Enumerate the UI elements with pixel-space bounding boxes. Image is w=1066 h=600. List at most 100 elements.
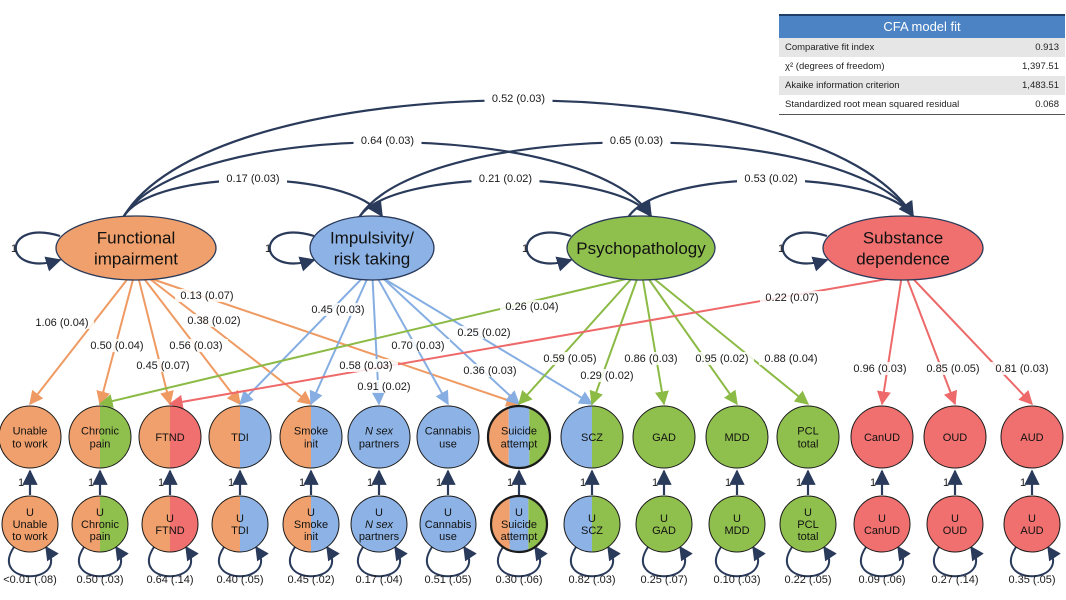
covariance-label-bg [484, 91, 553, 104]
indicator-label: FTND [155, 432, 184, 444]
factor-label: dependence [856, 250, 950, 269]
indicator-node [68, 405, 132, 469]
covariance-label-bg [602, 133, 671, 146]
residual-label: OUD [943, 525, 968, 537]
covariance-label: 0.64 (0.03) [361, 135, 414, 147]
residual-variance-loop [641, 532, 693, 578]
covariance-label: 0.52 (0.03) [492, 93, 545, 105]
node-fill-part [564, 496, 592, 552]
residual-variance-label: 0.35 (.05) [1008, 574, 1055, 586]
node-outline [635, 495, 693, 553]
fit-row: Comparative fit index 0.913 [779, 38, 1065, 57]
residual-label: Chronic [81, 519, 119, 531]
node-fill-part [509, 496, 529, 552]
indicator-label: TDI [231, 432, 249, 444]
loading-label: 0.38 (0.02) [187, 315, 240, 327]
loading-label-bg [306, 303, 370, 316]
loading-arrow [98, 278, 627, 408]
indicator-label: OUD [943, 432, 968, 444]
residual-label: to work [12, 531, 48, 543]
residual-label: U [236, 513, 244, 525]
node-fill-part [488, 407, 509, 467]
indicator-label: Cannabis [425, 426, 472, 438]
residual-label: U [1028, 513, 1036, 525]
residual-variance-label: 0.10 (.03) [713, 574, 760, 586]
residual-node [1, 495, 59, 553]
node-fill [706, 406, 768, 468]
node-outline [926, 495, 984, 553]
residual-variance-loop [569, 532, 621, 578]
node-fill-part [69, 406, 100, 468]
node-outline [486, 404, 552, 470]
loading-label-bg [690, 352, 754, 365]
node-fill [417, 406, 479, 468]
indicator-label: N sex [365, 426, 394, 438]
residual-path-label: 1 [436, 477, 442, 489]
loading-label-bg [85, 339, 149, 352]
node-fill-part [280, 406, 311, 468]
residual-variance-loop [785, 532, 837, 578]
node-fill [0, 406, 61, 468]
residual-variance-label: 0.82 (.03) [568, 574, 615, 586]
residual-variance-label: 0.22 (.05) [784, 574, 831, 586]
residual-label: U [588, 513, 596, 525]
fit-row-value: 0.913 [1005, 38, 1065, 57]
loading-label: 0.29 (0.02) [580, 370, 633, 382]
residual-variance-label: 0.09 (.06) [858, 574, 905, 586]
residual-node [489, 494, 549, 554]
node-outline [416, 405, 480, 469]
node-outline [141, 495, 199, 553]
node-fill-part [209, 406, 240, 468]
residual-label: FTND [155, 525, 184, 537]
node-fill-part [100, 406, 131, 468]
node-outline [632, 405, 696, 469]
residual-variance-loop [425, 532, 477, 578]
loading-label-bg [452, 326, 516, 339]
loading-label: 0.96 (0.03) [853, 363, 906, 375]
node-outline [779, 495, 837, 553]
node-fill-part [311, 496, 339, 552]
loading-label-bg [352, 380, 416, 393]
fit-row-label: Akaike information criterion [779, 76, 1006, 95]
residual-variance-label: 0.17 (.04) [355, 574, 402, 586]
residual-label: init [304, 531, 318, 543]
residual-variance-label: 0.25 (.07) [640, 574, 687, 586]
indicator-node [138, 405, 202, 469]
node-outline [776, 405, 840, 469]
node-outline [279, 405, 343, 469]
node-outline [68, 405, 132, 469]
residual-node [708, 495, 766, 553]
factor-variance-label: 1 [11, 243, 17, 255]
residual-variance-loop [288, 532, 340, 578]
loading-arrow [647, 278, 738, 406]
covariance-label-bg [737, 171, 805, 184]
indicator-label: Chronic [81, 426, 119, 438]
residual-label: Smoke [294, 519, 328, 531]
residual-node [779, 495, 837, 553]
loading-label-bg [990, 362, 1054, 375]
loading-label: 0.36 (0.03) [463, 365, 516, 377]
node-fill [780, 496, 836, 552]
indicator-node [0, 405, 62, 469]
fit-row: χ² (degrees of freedom) 1,397.51 [779, 57, 1065, 76]
node-outline [1, 495, 59, 553]
indicator-label: GAD [652, 432, 676, 444]
residual-path-label: 1 [580, 477, 586, 489]
loading-arrow [912, 278, 1033, 406]
residual-node [71, 495, 129, 553]
fit-row-value: 0.068 [1005, 95, 1065, 115]
residual-label: use [439, 531, 457, 543]
node-fill [924, 406, 986, 468]
residual-label: U [307, 507, 315, 519]
loading-arrow [877, 278, 903, 406]
residual-label: AUD [1020, 525, 1043, 537]
loading-label: 0.81 (0.03) [995, 363, 1048, 375]
loading-label: 0.45 (0.03) [311, 304, 364, 316]
loading-label: 0.45 (0.07) [136, 360, 189, 372]
node-fill-part [100, 496, 128, 552]
indicator-label: MDD [724, 432, 749, 444]
residual-label: Unable [13, 519, 48, 531]
residual-label: MDD [724, 525, 749, 537]
loading-label-bg [182, 314, 246, 327]
